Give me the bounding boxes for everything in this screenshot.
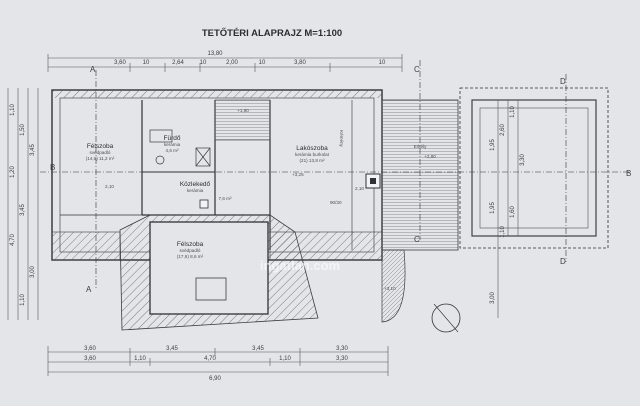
bathroom-fixtures	[149, 129, 211, 167]
bottom-dim-9: 3,30	[336, 356, 348, 362]
section-mark-a-bottom: A	[86, 285, 92, 294]
right-dimension-lines	[497, 100, 519, 318]
top-dimension-lines	[47, 54, 403, 72]
top-dim-7: 3,80	[294, 60, 306, 66]
top-dim-5: 2,00	[226, 60, 238, 66]
room-area: (14,6) 11,2 m²	[86, 156, 115, 161]
room-lakoszoba: Lakószoba kerámia burkolat (21) 13,8 m²	[295, 145, 330, 163]
room-area: 4,6 m²	[165, 148, 178, 153]
section-mark-d-top: D	[560, 77, 566, 86]
level-label-4: +3,10	[384, 286, 396, 291]
room-sub: kerámia burkolat	[295, 152, 330, 157]
top-dim-1: 3,60	[114, 60, 126, 66]
terrace-deck	[381, 99, 459, 323]
section-lines	[40, 60, 630, 290]
section-mark-b-left: B	[50, 163, 55, 172]
section-mark-c-bottom: C	[414, 235, 420, 244]
room-area: (21) 13,8 m²	[299, 158, 324, 163]
room-sub: svédpadló	[90, 150, 111, 155]
roof-hatch-left	[51, 231, 121, 261]
right-dim-3: 3,30	[520, 154, 526, 166]
bottom-dim-8: 1,10	[279, 356, 291, 362]
bottom-dim-7: 4,70	[204, 356, 216, 362]
level-label-1: +1,90	[237, 108, 249, 113]
top-overall-dim: 13,80	[207, 51, 223, 57]
left-dim-1: 1,10	[10, 104, 16, 116]
left-dim-6: 4,70	[10, 234, 16, 246]
top-dim-2: 10	[143, 60, 150, 66]
top-dim-4: 10	[200, 60, 207, 66]
section-mark-a-top: A	[90, 65, 96, 74]
right-dim-1: 1,95	[490, 139, 496, 151]
right-dim-8: 3,00	[490, 292, 496, 304]
room-sub: svédpadló	[180, 248, 201, 253]
left-dim-4: 1,20	[10, 166, 16, 178]
room-name: Félszoba	[87, 143, 114, 150]
top-dim-8: 10	[379, 60, 386, 66]
room-name: Közlekedő	[180, 181, 211, 188]
bottom-dim-6: 1,10	[134, 356, 146, 362]
room-kozlekedo: Közlekedő kerámia 7,6 m²	[180, 181, 232, 201]
room-name: Lakószoba	[296, 145, 328, 152]
bottom-dim-1: 3,60	[84, 346, 96, 352]
bottom-overall-dim: 6,90	[209, 376, 221, 382]
north-arrow	[431, 303, 461, 333]
room-area: (17,6) 8,6 m²	[177, 254, 204, 259]
bottom-dim-5: 3,60	[84, 356, 96, 362]
chimney-flue	[370, 178, 376, 184]
room-felszoba-bottom: Félszoba svédpadló (17,6) 8,6 m²	[177, 241, 204, 259]
height-label-a: 2,10	[105, 184, 114, 189]
bottom-dim-3: 3,45	[252, 346, 264, 352]
vent-box	[199, 199, 209, 209]
balcony-label: Erkély	[414, 144, 427, 149]
right-dim-6: 1,60	[510, 206, 516, 218]
right-dim-4: 1,10	[510, 106, 516, 118]
roof-hatch-right	[269, 231, 383, 261]
pergola	[459, 87, 609, 249]
bottom-dim-2: 3,45	[166, 346, 178, 352]
window-label: 90/30	[330, 200, 342, 205]
room-sub: kerámia	[187, 188, 204, 193]
room-sub: kerámia	[164, 142, 181, 147]
left-dim-8: 1,10	[20, 294, 26, 306]
section-mark-b-right: B	[626, 169, 631, 178]
plan-title: TETŐTÉRI ALAPRAJZ M=1:100	[202, 27, 342, 39]
right-dim-2: 2,60	[500, 124, 506, 136]
section-mark-d-bottom: D	[560, 257, 566, 266]
height-label-b: 2,10	[355, 186, 364, 191]
top-dim-3: 2,64	[172, 60, 184, 66]
stair-opening	[214, 99, 271, 141]
chimney-label: Kémény	[339, 130, 344, 148]
bottom-dim-4: 3,30	[336, 346, 348, 352]
lower-gable	[119, 214, 319, 331]
left-dim-3: 3,45	[30, 144, 36, 156]
left-dimension-lines	[7, 88, 39, 320]
left-dim-5: 3,45	[20, 204, 26, 216]
watermark: ingatlan.com	[260, 258, 340, 273]
room-felszoba-left: Félszoba svédpadló (14,6) 11,2 m²	[86, 143, 115, 161]
left-dim-2: 1,50	[20, 124, 26, 136]
right-dim-7: 1,10	[500, 226, 506, 238]
right-dim-5: 1,95	[490, 202, 496, 214]
left-dim-7: 3,00	[30, 266, 36, 278]
room-name: Fürdő	[164, 135, 181, 142]
top-dim-6: 10	[259, 60, 266, 66]
section-mark-c-top: C	[414, 65, 420, 74]
level-label-3: +3,25	[292, 172, 304, 177]
bottom-dimension-lines	[47, 346, 389, 376]
room-furdo: Fürdő kerámia 4,6 m²	[164, 135, 181, 153]
room-area: 7,6 m²	[218, 196, 231, 201]
room-name: Félszoba	[177, 241, 204, 248]
level-label-2: +2,90	[424, 154, 436, 159]
roof-hatch-top	[52, 90, 382, 98]
